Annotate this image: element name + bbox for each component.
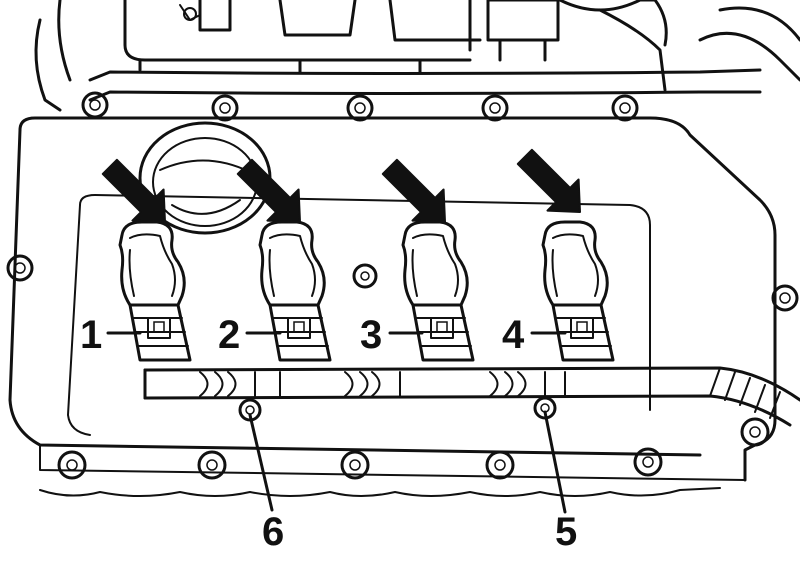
intake-manifold [34, 0, 800, 112]
cover-flange [39, 487, 721, 497]
ignition-coil-1 [118, 220, 192, 362]
callout-1: 1 [80, 313, 102, 357]
wiring-harness [143, 366, 800, 427]
callout-5: 5 [555, 510, 577, 554]
valve-cover [8, 116, 777, 482]
leader-lines [106, 331, 567, 514]
cover-bolts [6, 254, 799, 480]
ignition-coil-3 [401, 220, 475, 362]
callout-3: 3 [360, 313, 382, 357]
arrow-coil-3 [381, 158, 446, 223]
ignition-coil-2 [258, 220, 332, 362]
manifold-nuts [81, 91, 639, 122]
callout-6: 6 [262, 510, 284, 554]
ignition-coil-4 [541, 220, 615, 362]
arrow-coil-1 [101, 158, 166, 223]
callout-4: 4 [502, 313, 525, 357]
arrow-coil-2 [236, 158, 301, 223]
callout-2: 2 [218, 313, 240, 357]
arrow-coil-4 [516, 148, 581, 213]
